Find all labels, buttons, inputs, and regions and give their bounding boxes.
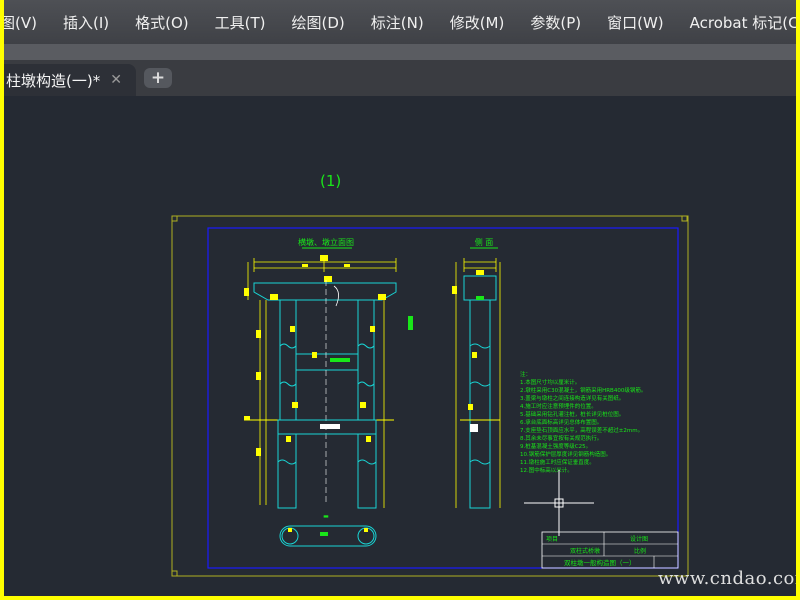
column-right-break1 [357,343,375,349]
side-mark5 [476,296,484,300]
title-block-row1-right: 设计图 [630,535,648,543]
note-line-8: 8.其余未尽事宜按有关规范执行。 [520,434,602,442]
column-mark-l2 [312,352,317,358]
note-line-2: 2.墩柱采用C30混凝土，钢筋采用HRB400级钢筋。 [520,386,646,394]
note-line-10: 10.钢筋保护层厚度详见钢筋构造图。 [520,450,611,458]
side-mark3 [468,404,473,410]
note-line-5: 5.基础采用钻孔灌注桩，桩长详见桩位图。 [520,410,624,418]
note-line-11: 11.墩柱施工时应保证垂直度。 [520,458,595,466]
side-view-title: 侧 面 [475,237,494,247]
menu-window[interactable]: 窗口(W) [607,13,664,32]
drawing-frame [207,227,679,569]
front-dim-label-top [320,255,328,261]
plan-label-mark: ▬ [323,513,329,520]
menu-view[interactable]: 图(V) [4,13,37,32]
menu-modify[interactable]: 修改(M) [449,13,505,32]
viewport-label: (1) [320,172,342,190]
plan-mark-r [364,528,368,532]
note-line-4: 4.施工时应注意预埋件的位置。 [520,402,597,410]
side-cap-mark [476,270,484,275]
title-block-main: 双柱墩一般构造图（一） [564,558,636,567]
note-line-0: 注： [520,370,531,378]
side-mark4 [470,424,478,432]
file-tab-label: 柱墩构造(一)* [6,71,101,90]
bearing-left [270,294,278,300]
plan-section [279,525,377,547]
add-tab-button[interactable]: + [144,68,172,88]
left-dim-mark1 [244,288,249,296]
note-line-6: 6.承台底面标高详见总体布置图。 [520,418,602,426]
note-line-1: 1.本图尺寸均以厘米计。 [520,378,580,386]
plan-mark-l [288,528,292,532]
pile-mark-l [292,402,298,408]
column-left-break2 [279,381,297,387]
column-mark-r1 [370,326,375,332]
side-mark2 [472,352,477,358]
bearing-right [378,294,386,300]
front-dim-label-top3 [344,264,350,267]
pile-mark-l2 [286,436,291,442]
crosshair-cursor [524,470,594,536]
watermark-text: www.cndao.com [658,568,796,589]
note-line-3: 3.盖梁与墩柱之间连接构造详见有关图纸。 [520,394,624,402]
pile-cap-band [277,419,377,435]
tie-beam-label [330,358,350,362]
side-break1 [469,343,491,349]
menu-dimension[interactable]: 标注(N) [370,13,424,32]
left-dim-mark3 [256,372,261,380]
pile-mark-r [360,402,366,408]
right-dim-mark [408,316,413,330]
front-left-dimensions [247,262,267,505]
column-left-break1 [279,343,297,349]
paper-corner-tr [681,215,688,222]
paper-corner-tl [171,215,178,222]
tie-beam [295,353,359,371]
menu-acrobat-markup[interactable]: Acrobat 标记(C [689,13,796,32]
paper-border [171,215,689,577]
file-tab-active[interactable]: 柱墩构造(一)* ✕ [4,64,136,96]
menu-draw[interactable]: 绘图(D) [291,13,345,32]
side-break3 [469,459,491,465]
menu-bar: 图(V) 插入(I) 格式(O) 工具(T) 绘图(D) 标注(N) 修改(M)… [4,0,796,44]
notes-block: 注： 1.本图尺寸均以厘米计。 2.墩柱采用C30混凝土，钢筋采用HRB400级… [520,370,646,474]
side-mark1 [452,286,457,294]
paper-corner-bl [171,570,178,577]
menu-insert[interactable]: 插入(I) [62,13,110,32]
column-right-break2 [357,381,375,387]
front-dim-label-top2 [302,264,308,267]
plus-icon: + [150,68,166,88]
note-line-12: 12.图中标高以米计。 [520,466,573,474]
menu-parametric[interactable]: 参数(P) [530,13,582,32]
cap-beam-center-arc [333,285,339,307]
front-top-dimensions [253,258,397,272]
note-line-9: 9.桩基混凝土强度等级C25。 [520,442,591,450]
file-tab-row [4,60,796,96]
column-mark-l1 [290,326,295,332]
title-block-row1-left: 项目 [546,536,558,543]
cad-window: 图(V) 插入(I) 格式(O) 工具(T) 绘图(D) 标注(N) 修改(M)… [4,0,796,596]
ground-level-mark [244,416,250,420]
pile-right [357,433,377,509]
title-block-row2-right: 比例 [634,547,646,555]
note-line-7: 7.支座垫石顶面应水平，高程误差不超过±2mm。 [520,426,643,434]
front-view-title: 横墩、墩立面图 [298,237,354,247]
pile-left-break [277,459,297,465]
left-dim-mark4 [256,448,261,456]
pile-right-break [357,459,377,465]
left-dim-mark2 [256,330,261,338]
pile-mark-r2 [366,436,371,442]
side-top-dimensions [463,258,497,272]
bearing-center [324,276,332,282]
side-break2 [469,381,491,387]
title-block [541,531,679,569]
title-block-row2-left: 双柱式桥墩 [570,547,600,555]
close-icon[interactable]: ✕ [110,72,122,88]
menu-format[interactable]: 格式(O) [135,13,189,32]
pile-left [277,433,297,509]
drawing-canvas[interactable]: 横墩、墩立面图 侧 面 [4,96,796,596]
plan-mark-c [320,532,328,536]
menu-tools[interactable]: 工具(T) [214,13,266,32]
toolbar-strip [4,44,796,60]
pile-cap-label [320,424,340,429]
